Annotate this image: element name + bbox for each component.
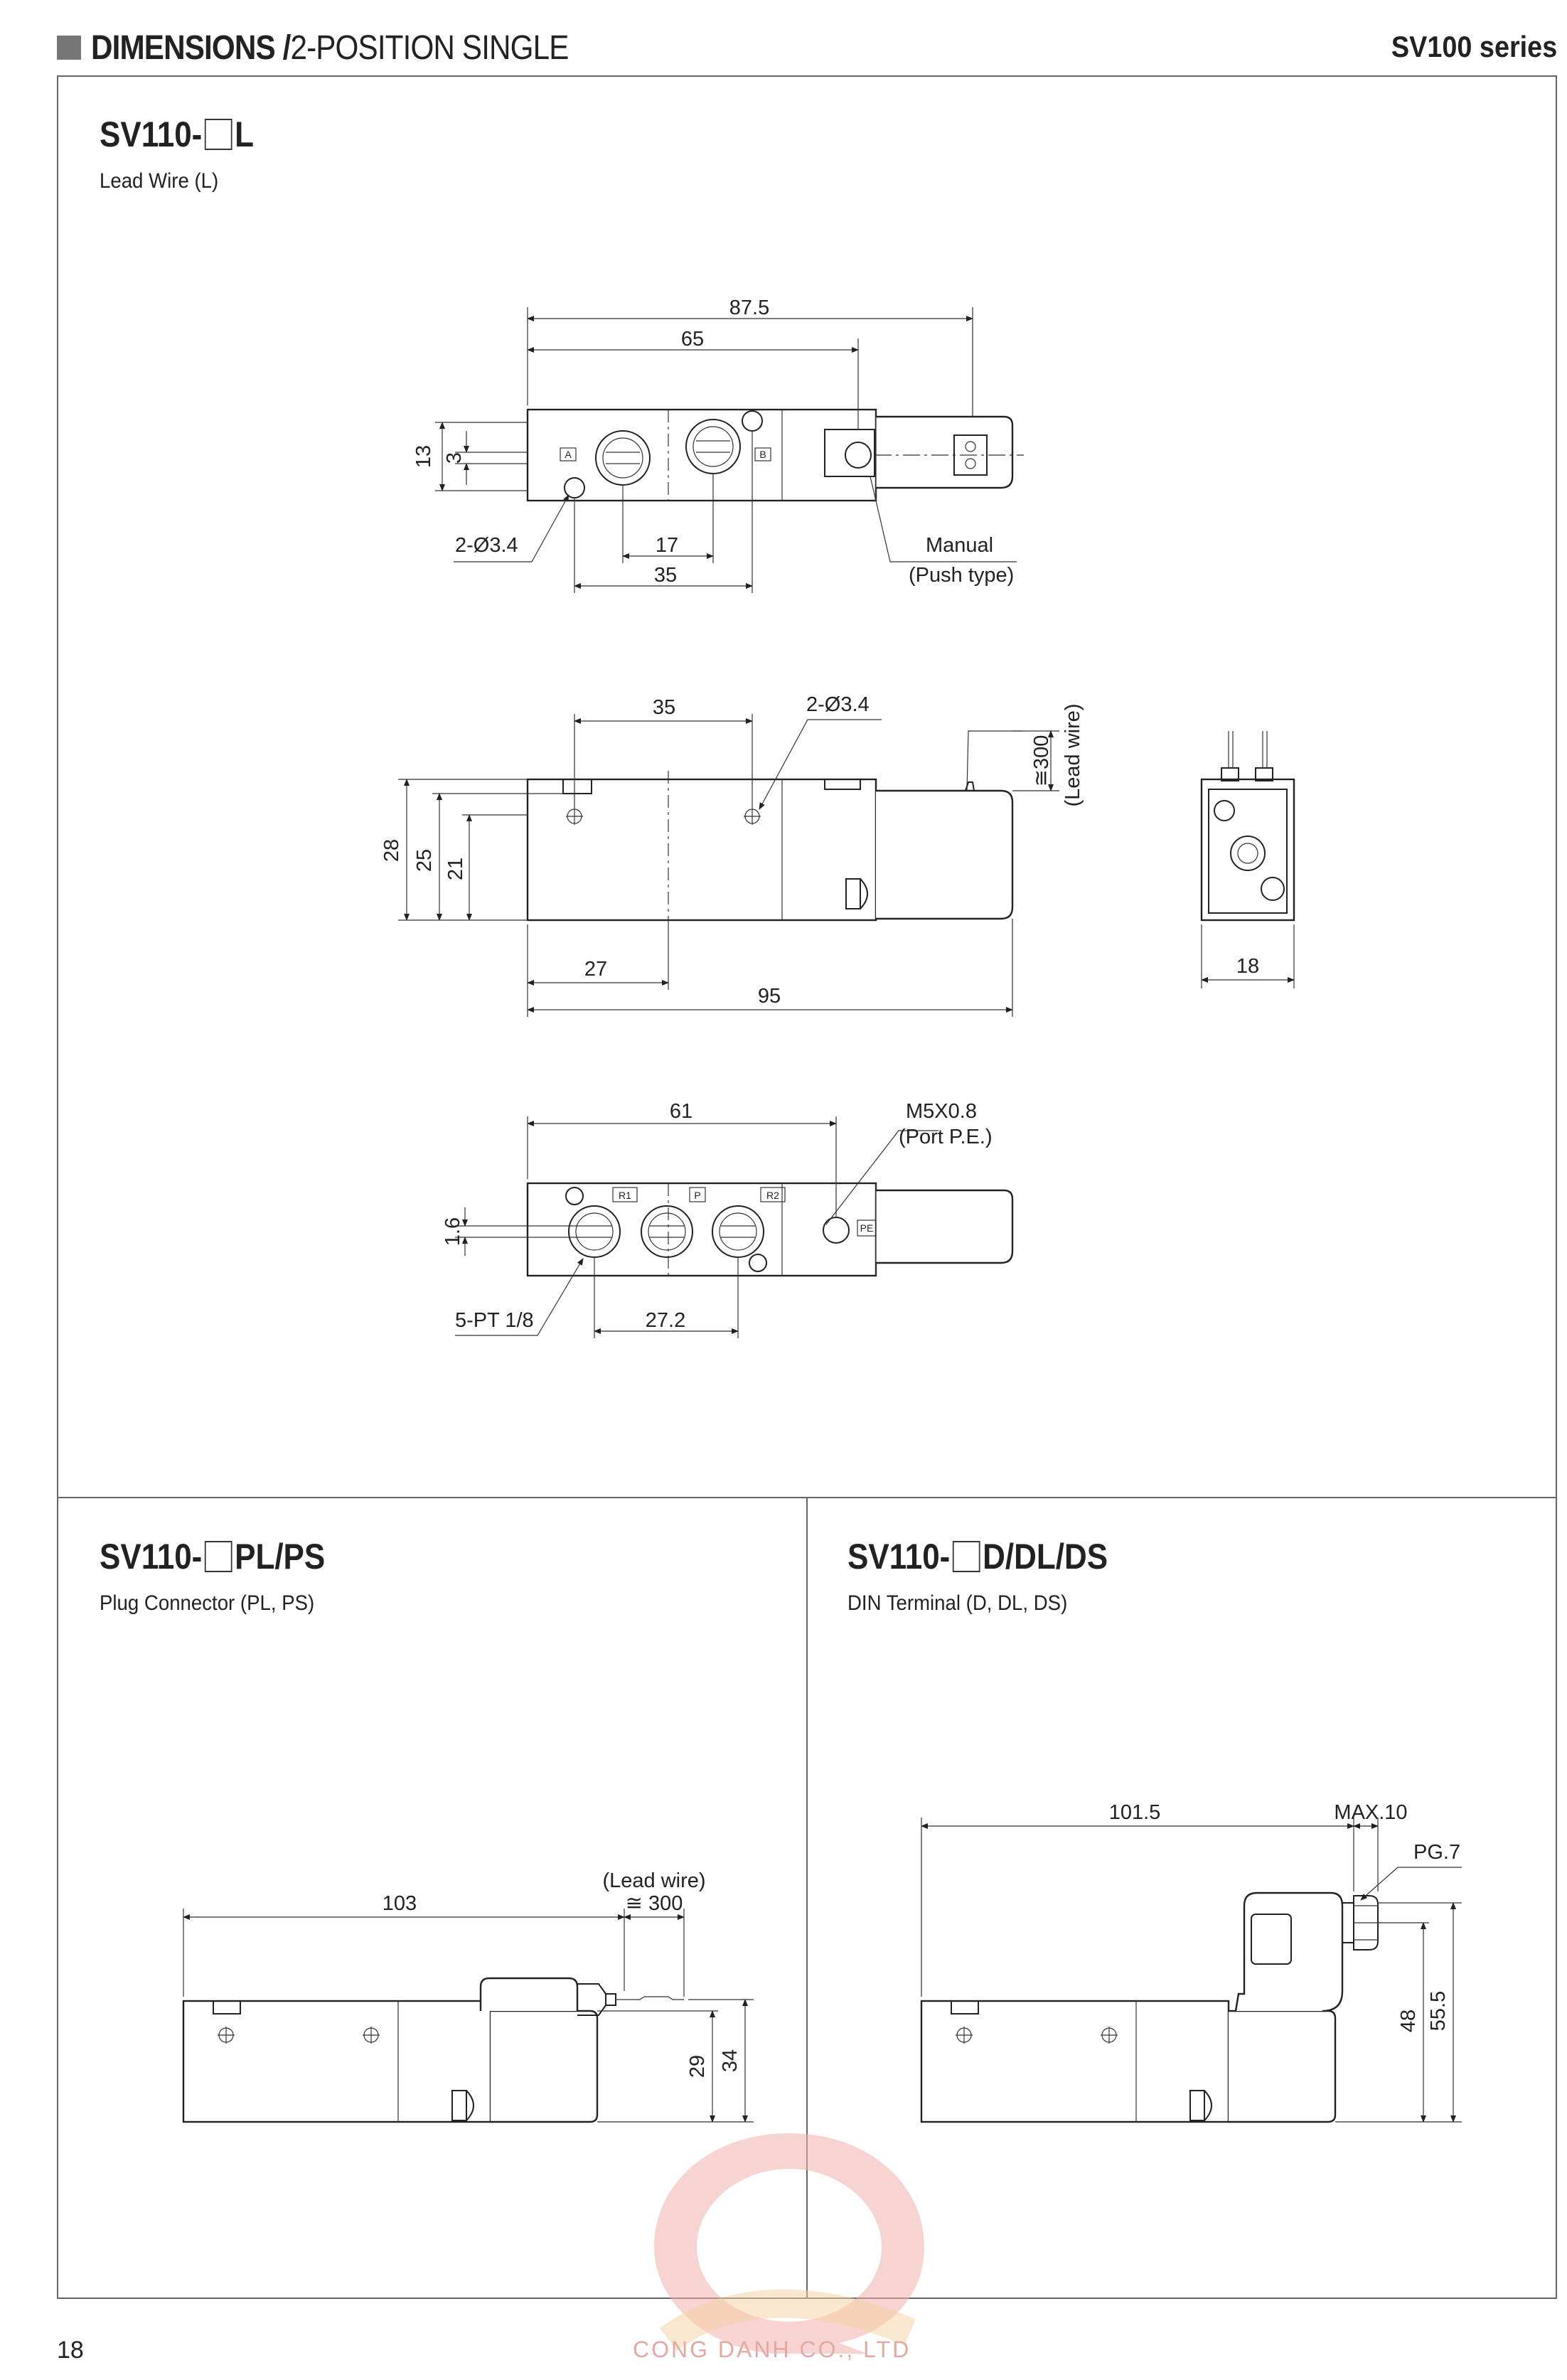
svg-text:35: 35 <box>654 564 677 587</box>
svg-text:(Port P.E.): (Port P.E.) <box>899 1126 993 1148</box>
svg-text:M5X0.8: M5X0.8 <box>906 1100 977 1123</box>
series-label: SV100 series <box>1391 30 1557 63</box>
svg-text:35: 35 <box>653 696 675 719</box>
subtitle-plug-connector: Plug Connector (PL, PS) <box>100 1591 315 1615</box>
end-view-drawing: 18 <box>1200 731 1295 988</box>
svg-text:PG.7: PG.7 <box>1413 1841 1460 1864</box>
svg-text:87.5: 87.5 <box>729 297 769 319</box>
svg-text:R1: R1 <box>619 1190 631 1201</box>
plug-connector-drawing: 103 (Lead wire) ≅ 300 29 34 <box>182 1869 754 2123</box>
svg-text:95: 95 <box>758 985 781 1008</box>
svg-text:48: 48 <box>1397 2010 1420 2032</box>
subtitle-din-terminal: DIN Terminal (D, DL, DS) <box>847 1591 1068 1615</box>
svg-text:17: 17 <box>656 534 678 557</box>
svg-text:103: 103 <box>383 1892 417 1915</box>
page-number: 18 <box>57 2337 84 2364</box>
svg-text:R2: R2 <box>766 1190 779 1201</box>
svg-text:MAX.10: MAX.10 <box>1334 1801 1407 1824</box>
port-circles <box>568 1205 764 1258</box>
svg-text:101.5: 101.5 <box>1109 1801 1161 1824</box>
din-terminal-drawing: 101.5 MAX.10 PG.7 48 55.5 <box>920 1801 1462 2123</box>
svg-text:1.6: 1.6 <box>442 1217 464 1246</box>
svg-text:≅300: ≅300 <box>1030 735 1053 787</box>
svg-text:28: 28 <box>380 839 403 862</box>
svg-text:≅ 300: ≅ 300 <box>626 1892 683 1915</box>
svg-text:21: 21 <box>444 858 467 880</box>
svg-text:29: 29 <box>686 2055 709 2078</box>
svg-text:(Lead wire): (Lead wire) <box>602 1869 705 1892</box>
svg-text:27: 27 <box>584 958 607 981</box>
page-title: DIMENSIONS /2-POSITION SINGLE <box>91 29 569 67</box>
svg-text:B: B <box>759 449 766 460</box>
svg-text:2-Ø3.4: 2-Ø3.4 <box>455 534 518 557</box>
svg-text:2-Ø3.4: 2-Ø3.4 <box>806 693 870 716</box>
watermark-text: CONG DANH CO., LTD <box>633 2337 911 2362</box>
svg-text:5-PT 1/8: 5-PT 1/8 <box>455 1309 534 1332</box>
subtitle-lead-wire: Lead Wire (L) <box>100 169 219 193</box>
company-logo-watermark <box>654 2133 924 2354</box>
svg-text:A: A <box>565 449 572 460</box>
svg-text:65: 65 <box>681 328 704 351</box>
svg-text:P: P <box>694 1190 700 1201</box>
model-title-lead-wire: SV110-L <box>100 114 254 154</box>
svg-text:13: 13 <box>412 445 435 468</box>
svg-text:25: 25 <box>413 849 436 872</box>
svg-text:(Lead wire): (Lead wire) <box>1061 703 1084 806</box>
model-title-plug-connector: SV110-PL/PS <box>100 1537 326 1576</box>
svg-text:34: 34 <box>719 2049 742 2072</box>
svg-text:Manual: Manual <box>926 534 993 557</box>
section-divider-vertical <box>806 1497 808 2299</box>
header-square-icon <box>57 36 81 60</box>
side-view-drawing: 35 2-Ø3.4 ≅300 (Lead wire) 28 25 21 27 9… <box>380 693 1084 1017</box>
svg-text:3: 3 <box>443 452 466 464</box>
svg-text:PE: PE <box>860 1222 874 1234</box>
svg-text:27.2: 27.2 <box>646 1309 685 1332</box>
svg-text:18: 18 <box>1236 955 1259 978</box>
bottom-view-drawing: R1 P R2 PE 61 M5X0.8 (Port P.E.) 1.6 5-P… <box>442 1100 1014 1338</box>
top-view-drawing: 87.5 65 13 3 17 35 2-Ø3.4 Manual (Push t… <box>412 297 1024 593</box>
svg-text:61: 61 <box>670 1100 692 1123</box>
svg-text:(Push type): (Push type) <box>909 564 1014 587</box>
svg-text:55.5: 55.5 <box>1427 1991 1450 2031</box>
model-title-din-terminal: SV110-D/DL/DS <box>847 1537 1108 1576</box>
